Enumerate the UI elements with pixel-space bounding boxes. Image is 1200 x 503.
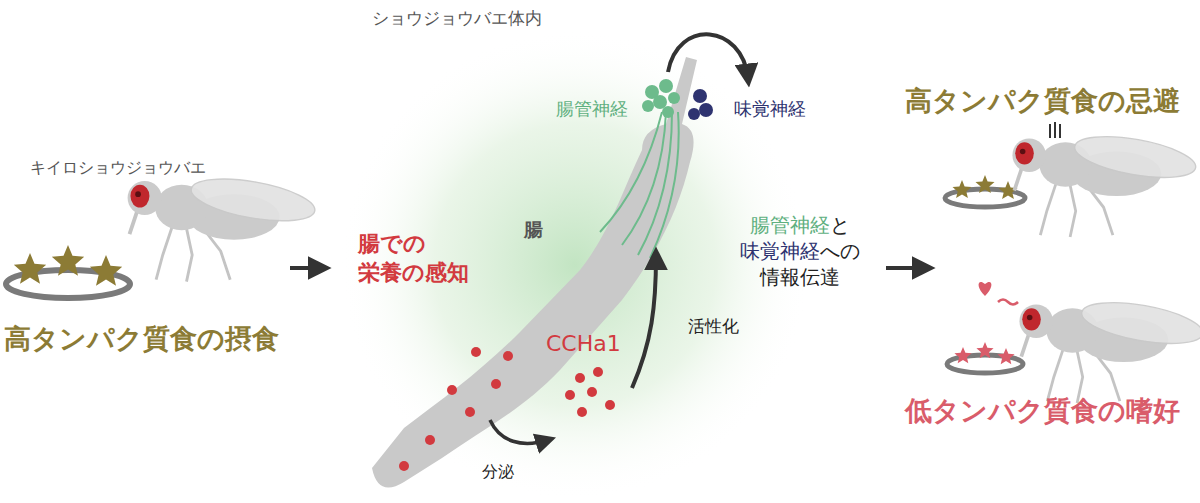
peptide-label: CCHa1 (546, 330, 621, 358)
step-label: 腸管神経と 味覚神経への 情報伝達 (740, 212, 860, 290)
star-icon (14, 253, 46, 284)
star-icon (954, 347, 971, 363)
organ-label: 腸 (524, 218, 543, 242)
nerve-label: 味覚神経 (734, 98, 806, 121)
nerve-label: 腸管神経 (556, 98, 628, 121)
star-icon (953, 180, 972, 198)
species-label: キイロショウジョウバエ (30, 158, 206, 178)
star-icon (90, 255, 122, 286)
star-icon (52, 245, 84, 276)
action-label: 分泌 (482, 462, 514, 482)
outcome-label: 低タンパク質食の嗜好 (905, 394, 1180, 428)
outcome-label: 高タンパク質食の忌避 (905, 84, 1180, 118)
star-icon (976, 175, 995, 193)
action-label: 活性化 (688, 316, 739, 337)
region-label: ショウジョウバエ体内 (372, 8, 542, 29)
step-label: 腸での 栄養の感知 (358, 230, 469, 287)
star-icon (997, 348, 1014, 364)
star-icon (976, 342, 993, 358)
step-label: 高タンパク質食の摂食 (4, 322, 279, 356)
